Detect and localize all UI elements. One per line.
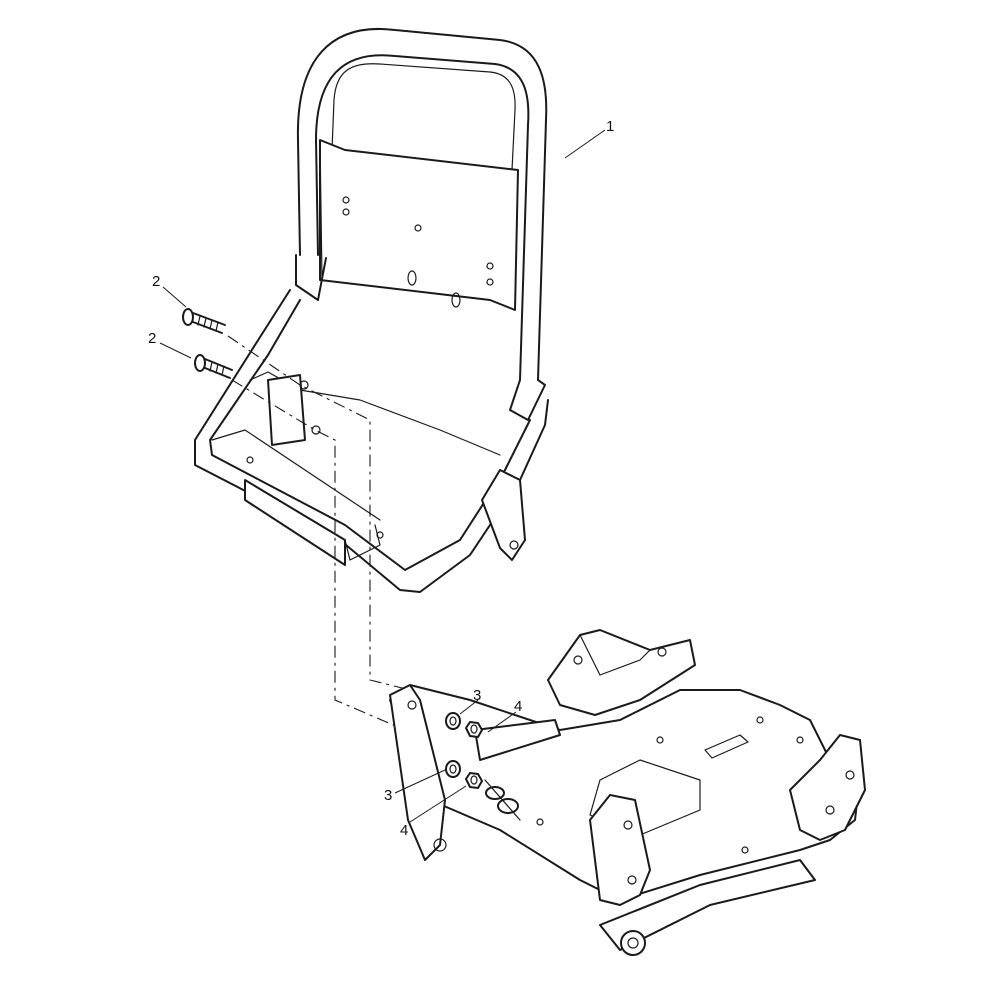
callout-screw-upper: 2 bbox=[152, 273, 160, 290]
mounting-plate-part bbox=[389, 629, 866, 956]
callout-screw-lower: 2 bbox=[148, 330, 156, 347]
callout-seat-frame: 1 bbox=[606, 118, 614, 135]
callout-nut-lower: 4 bbox=[400, 822, 408, 839]
washer-lower-part bbox=[445, 760, 461, 778]
washer-upper-part bbox=[445, 712, 461, 730]
screw-upper-part bbox=[182, 308, 226, 334]
screw-lower-part bbox=[194, 354, 233, 379]
callout-nut-upper: 4 bbox=[514, 698, 522, 715]
nut-upper-part bbox=[465, 721, 483, 738]
seat-frame-part bbox=[194, 28, 549, 593]
callout-washer-lower: 3 bbox=[384, 787, 392, 804]
callout-washer-upper: 3 bbox=[473, 687, 481, 704]
assembly-lines bbox=[227, 335, 411, 731]
nut-lower-part bbox=[465, 772, 483, 789]
leader-lines bbox=[159, 129, 606, 823]
